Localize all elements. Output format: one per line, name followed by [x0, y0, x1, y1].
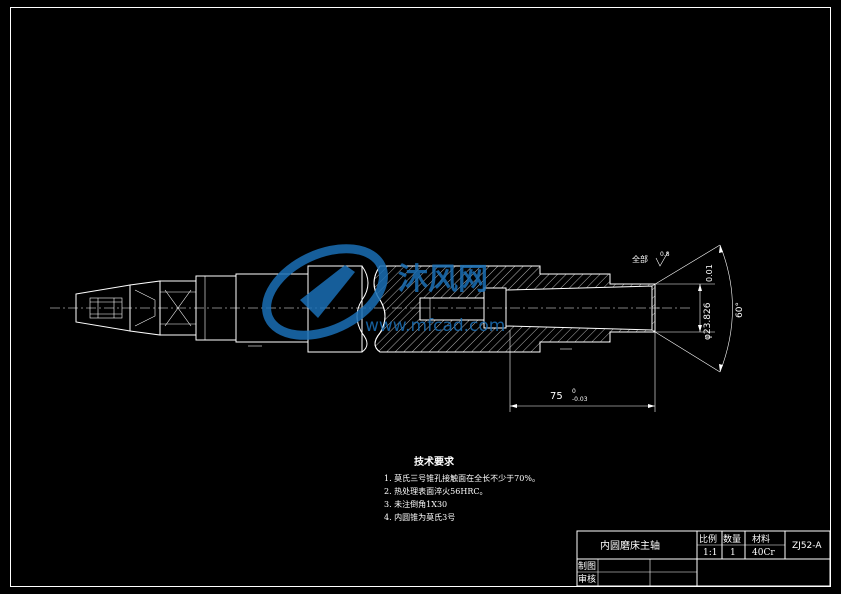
title-col-material: 材料	[752, 533, 770, 545]
tech-requirements: 技术要求 1. 莫氏三号锥孔接触面在全长不少于70%。 2. 热处理表面淬火56…	[384, 455, 540, 522]
tech-req-title: 技术要求	[414, 455, 455, 468]
watermark-brand: 沐风网	[398, 262, 488, 297]
title-drawing-number: ZJ52-A	[792, 541, 822, 551]
title-material-value: 40Cr	[752, 548, 775, 558]
title-qty-value: 1	[730, 548, 736, 558]
drawing-frame	[10, 7, 831, 587]
title-col-scale: 比例	[699, 533, 717, 545]
title-checked-by: 审核	[578, 573, 596, 585]
dim-angle-value: 60°	[735, 302, 745, 318]
title-scale-value: 1:1	[703, 548, 717, 558]
surface-finish-note: 全部 0.8	[632, 251, 670, 267]
tech-req-item: 4. 内圆锥为莫氏3号	[384, 512, 455, 522]
watermark-url: www.mfcad.com	[365, 316, 505, 336]
roughness-value: 0.8	[660, 251, 670, 258]
dimension-angle: 60°	[651, 244, 745, 373]
watermark-logo: 沐风网 www.mfcad.com	[262, 244, 505, 340]
dim-diameter-value: φ23.826	[703, 302, 713, 340]
tech-req-item: 2. 热处理表面淬火56HRC。	[384, 486, 487, 496]
dimension-diameter: φ23.826 0.01	[655, 264, 715, 340]
surface-note-text: 全部	[632, 254, 648, 264]
tech-req-item: 3. 未注倒角1X30	[384, 499, 447, 509]
dimension-length: 75 0 -0.03	[509, 330, 656, 412]
spindle-shaft	[75, 265, 660, 353]
title-block: 内圆磨床主轴 比例 数量 材料 1:1 1 40Cr ZJ52-A 制图 审核	[576, 530, 831, 587]
title-part-name: 内圆磨床主轴	[600, 539, 660, 552]
dim-length-value: 75	[550, 391, 563, 402]
title-col-qty: 数量	[723, 533, 741, 545]
dim-runout-value: 0.01	[705, 264, 714, 282]
dim-length-tol-lower: -0.03	[572, 396, 588, 403]
dim-length-tol-upper: 0	[572, 388, 576, 395]
title-drawn-by: 制图	[578, 560, 596, 572]
tech-req-item: 1. 莫氏三号锥孔接触面在全长不少于70%。	[384, 473, 540, 483]
